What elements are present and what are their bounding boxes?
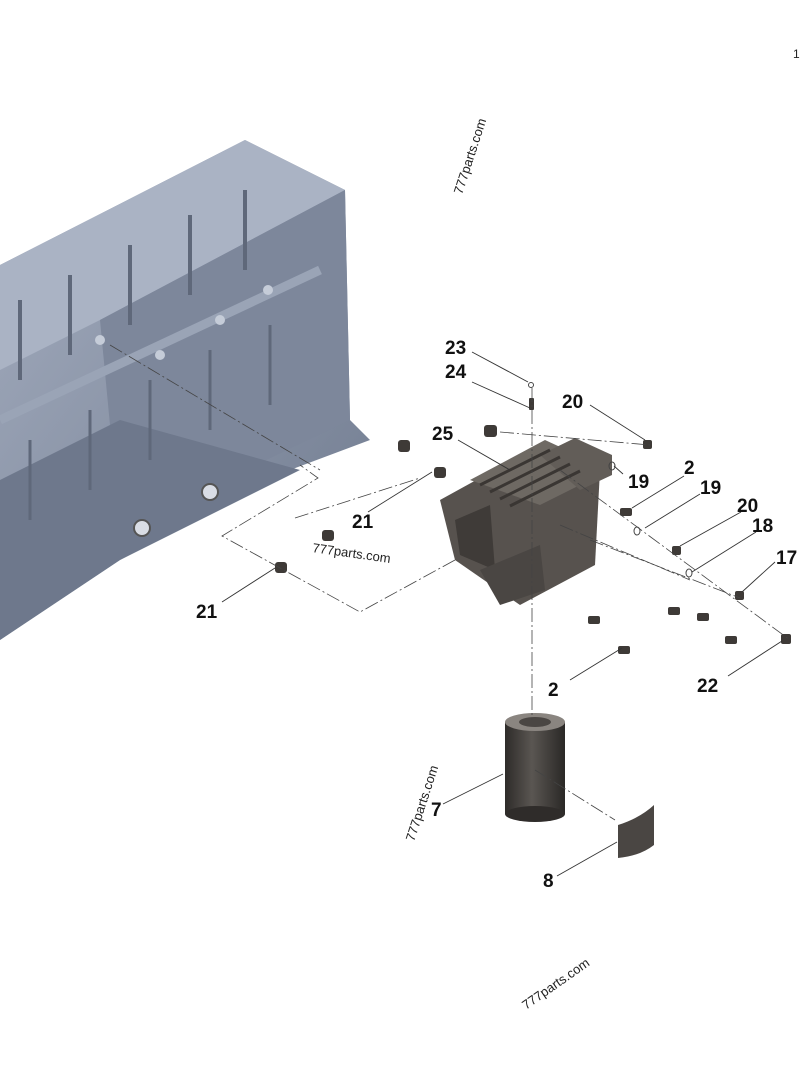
filter-label-sheet [618,805,654,858]
filter-head-housing [440,438,612,605]
callout-19: 19 [628,472,649,493]
callout-19: 19 [700,478,721,499]
callout-21: 21 [196,602,218,623]
watermark: 777parts.com [451,116,490,196]
callout-17: 17 [776,548,797,569]
small-hardware [275,398,791,654]
oil-filter [505,713,565,822]
callout-22: 22 [697,676,718,697]
callout-2: 2 [548,680,559,701]
watermark: 777parts.com [519,955,592,1012]
leader-lines [221,351,783,877]
callouts: 23 24 20 25 19 2 19 20 18 17 21 21 2 22 … [196,338,797,892]
corner-mark: 1 [793,47,800,61]
callout-23: 23 [445,338,466,359]
callout-21: 21 [352,512,374,533]
callout-24: 24 [445,362,467,383]
o-rings [528,382,693,578]
callout-18: 18 [752,516,773,537]
callout-7: 7 [431,800,442,821]
watermark: 777parts.com [312,540,392,566]
engine-block [0,140,370,640]
callout-20: 20 [562,392,583,413]
callout-20: 20 [737,496,758,517]
assembly-lines [109,344,791,821]
callout-8: 8 [543,871,554,892]
callout-2: 2 [684,458,695,479]
callout-25: 25 [432,424,454,445]
